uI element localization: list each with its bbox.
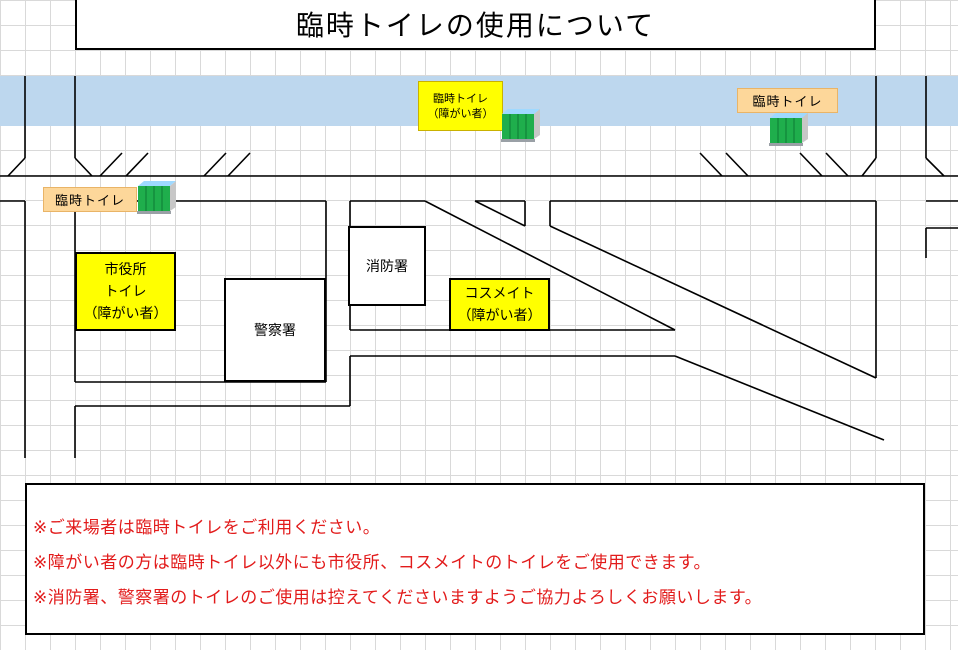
stall-line	[125, 152, 149, 177]
notice-line: ※障がい者の方は臨時トイレ以外にも市役所、コスメイトのトイレをご使用できます。	[33, 553, 712, 573]
wall-line	[7, 157, 26, 177]
portable-toilet-icon	[501, 109, 540, 142]
stall-line	[799, 152, 823, 177]
wall-line	[861, 157, 877, 177]
road-line	[549, 225, 877, 379]
fire-station-building: 消防署	[348, 226, 426, 306]
road-line	[474, 200, 526, 227]
stall-line	[825, 152, 849, 177]
fire-station-label: 消防署	[366, 259, 408, 275]
stall-line	[725, 152, 749, 177]
city-hall-toilet-building: 市役所 トイレ （障がい者）	[75, 252, 176, 331]
police-station-building: 警察署	[224, 278, 326, 382]
stall-line	[99, 152, 123, 177]
portable-toilet-icon	[137, 181, 176, 214]
city-hall-label: 市役所	[104, 261, 147, 278]
cosmate-accessible-label: （障がい者）	[457, 307, 542, 324]
road-line	[424, 200, 676, 331]
notice-line: ※ご来場者は臨時トイレをご利用ください。	[33, 518, 381, 538]
temp-toilet-center-label: 臨時トイレ	[433, 92, 488, 105]
portable-toilet-icon	[769, 113, 808, 146]
wall-line	[74, 157, 93, 177]
notice-box: ※ご来場者は臨時トイレをご利用ください。 ※障がい者の方は臨時トイレ以外にも市役…	[25, 483, 925, 635]
notice-line: ※消防署、警察署のトイレのご使用は控えてくださいますようご協力よろしくお願いしま…	[33, 588, 763, 608]
cosmate-toilet-building: コスメイト （障がい者）	[449, 278, 550, 331]
temp-toilet-west-label: 臨時トイレ	[54, 194, 125, 209]
road-line	[674, 355, 885, 441]
temp-toilet-east-label: 臨時トイレ	[752, 95, 823, 110]
wall-line	[925, 157, 945, 177]
temp-toilet-sign-east: 臨時トイレ	[737, 88, 838, 113]
temp-toilet-sign-west: 臨時トイレ	[43, 187, 137, 212]
page-title: 臨時トイレの使用について	[75, 0, 876, 50]
city-hall-toilet-label: トイレ	[104, 283, 147, 300]
stall-line	[699, 152, 723, 177]
stall-line	[227, 152, 251, 177]
cosmate-label: コスメイト	[464, 285, 535, 302]
city-hall-accessible-label: （障がい者）	[83, 305, 168, 322]
temp-toilet-sign-accessible: 臨時トイレ （障がい者）	[418, 81, 503, 131]
stall-line	[203, 152, 227, 177]
temp-toilet-center-accessible-label: （障がい者）	[427, 107, 494, 120]
police-station-label: 警察署	[254, 323, 296, 339]
